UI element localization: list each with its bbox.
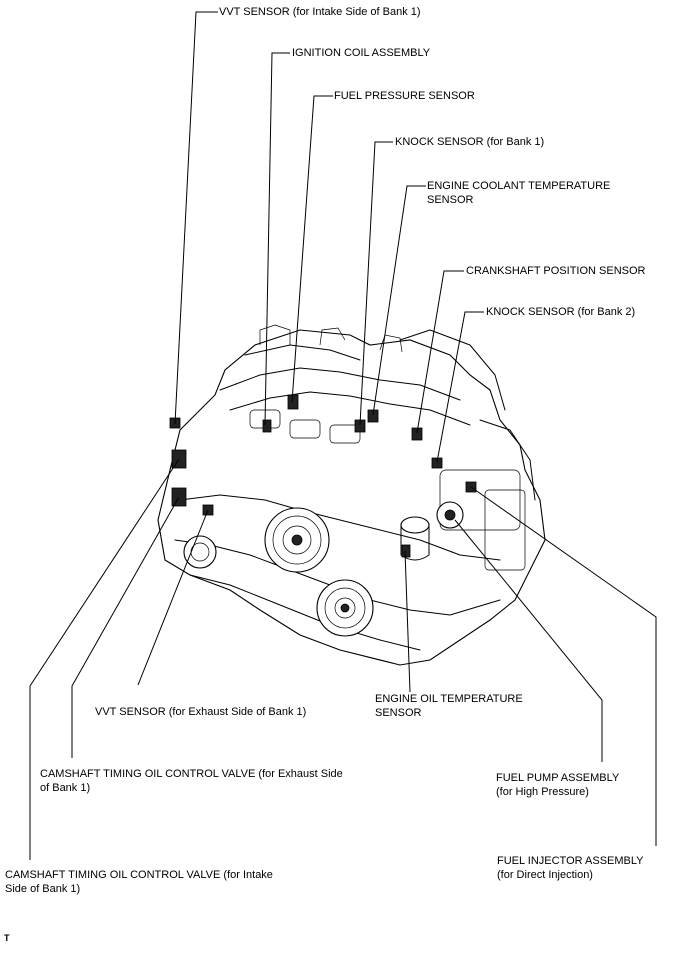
label-fuel-pressure-sensor: FUEL PRESSURE SENSOR <box>334 90 475 102</box>
label-knock-sensor-bank1: KNOCK SENSOR (for Bank 1) <box>395 136 545 148</box>
label-crankshaft-position-sensor: CRANKSHAFT POSITION SENSOR <box>466 265 646 277</box>
label-fuel-injector-assembly: FUEL INJECTOR ASSEMBLY (for Direct Injec… <box>497 855 644 881</box>
knock-sensor-bank2-part <box>431 457 443 469</box>
label-engine-oil-temp-sensor: ENGINE OIL TEMPERATURE SENSOR <box>375 693 523 719</box>
fuel-pressure-sensor-part <box>287 394 299 410</box>
lead-knock-sensor-bank2 <box>436 311 484 463</box>
label-fuel-pump-assembly: FUEL PUMP ASSEMBLY (for High Pressure) <box>496 772 620 798</box>
engine-oil-temp-sensor-part <box>401 544 411 558</box>
label-vvt-sensor-intake: VVT SENSOR (for Intake Side of Bank 1) <box>219 6 421 18</box>
lead-camshaft-ocv-exhaust <box>71 496 180 758</box>
lead-fuel-injector-assembly <box>470 486 657 846</box>
label-ignition-coil-assembly: IGNITION COIL ASSEMBLY <box>292 47 431 59</box>
lead-engine-coolant-temp-sensor <box>372 185 426 416</box>
engine-coolant-temp-sensor-part <box>367 409 379 423</box>
label-knock-sensor-bank2: KNOCK SENSOR (for Bank 2) <box>486 306 636 318</box>
fuel-pump-housing <box>436 501 464 529</box>
label-engine-coolant-temp-sensor: ENGINE COOLANT TEMPERATURE SENSOR <box>427 180 611 206</box>
lead-vvt-sensor-intake <box>174 11 218 425</box>
lead-fuel-pressure-sensor <box>291 95 333 403</box>
label-camshaft-ocv-exhaust: CAMSHAFT TIMING OIL CONTROL VALVE (for E… <box>40 768 343 794</box>
lead-fuel-pump-assembly <box>454 519 603 762</box>
ignition-coil-part <box>262 419 272 433</box>
crankshaft-position-sensor-part <box>411 427 423 441</box>
lead-vvt-sensor-exhaust <box>137 509 209 686</box>
engine-block <box>157 324 546 666</box>
label-vvt-sensor-exhaust: VVT SENSOR (for Exhaust Side of Bank 1) <box>95 706 307 718</box>
lead-engine-oil-temp-sensor <box>404 550 411 693</box>
lead-camshaft-ocv-intake <box>29 458 180 860</box>
figure-id: T <box>4 933 10 943</box>
lead-ignition-coil <box>264 52 290 426</box>
lead-knock-sensor-bank1 <box>359 141 393 426</box>
lead-crankshaft-position-sensor <box>416 270 464 434</box>
crankshaft-pulley <box>264 507 330 573</box>
camshaft-sprocket <box>183 535 217 569</box>
leader-lines <box>29 11 657 860</box>
label-camshaft-ocv-intake: CAMSHAFT TIMING OIL CONTROL VALVE (for I… <box>5 869 273 895</box>
accessory-pulley <box>316 579 374 637</box>
oil-filter <box>400 516 430 561</box>
